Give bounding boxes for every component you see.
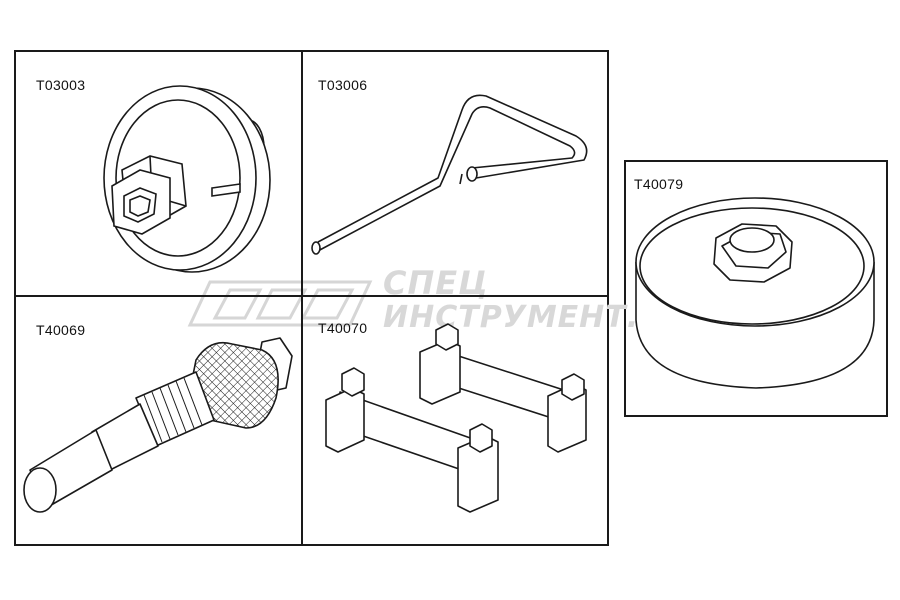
tool-code-t40069: T40069 bbox=[36, 322, 86, 338]
tool-code-t40070: T40070 bbox=[318, 320, 368, 336]
tool-code-t03006: T03006 bbox=[318, 77, 368, 93]
watermark-line-2: ИНСТРУМЕНТ.РУ bbox=[383, 300, 687, 335]
tool-code-t03003: T03003 bbox=[36, 77, 86, 93]
tool-code-t40079: T40079 bbox=[634, 176, 684, 192]
